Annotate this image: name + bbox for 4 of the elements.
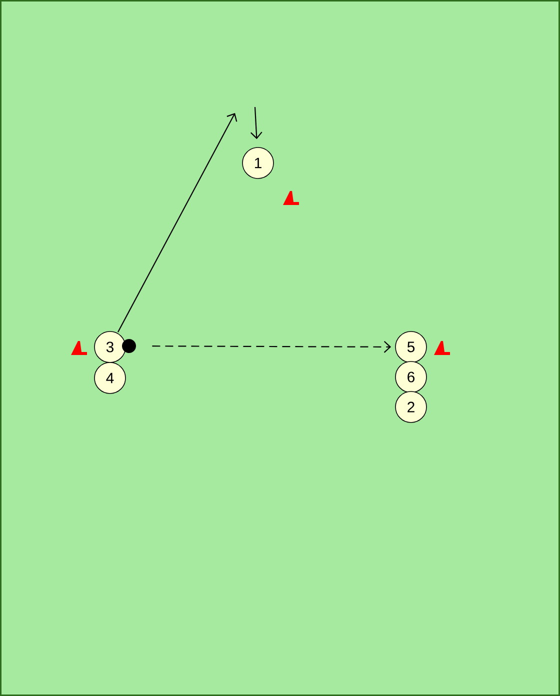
run-arrow (117, 113, 238, 332)
run-arrow (250, 106, 262, 140)
pass-arrow (152, 341, 392, 353)
ball (122, 339, 136, 353)
